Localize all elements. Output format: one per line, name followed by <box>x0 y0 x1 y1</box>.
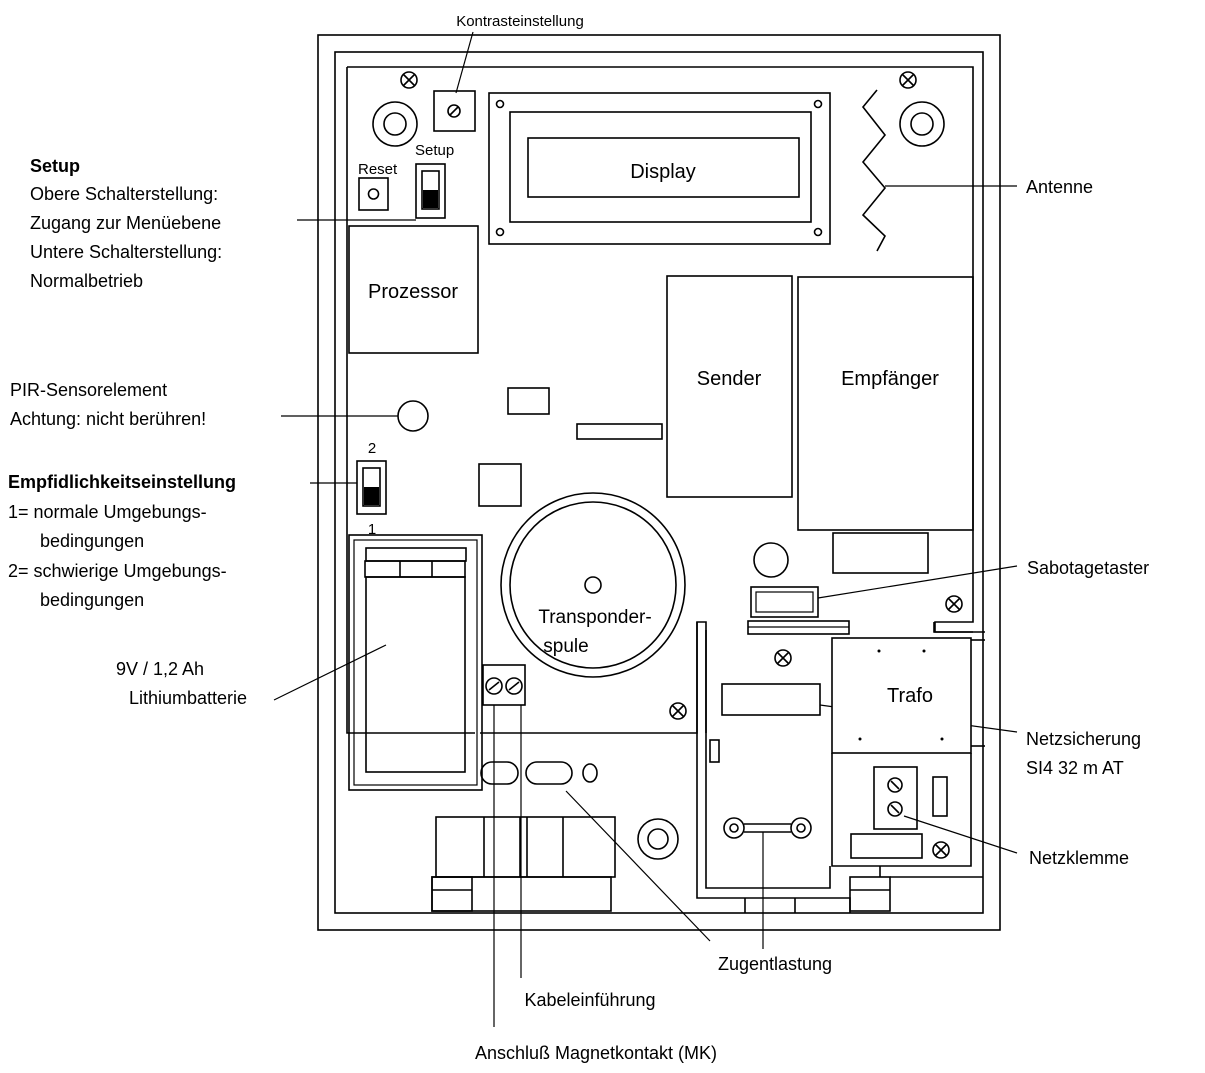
receiver-component <box>832 532 929 574</box>
leader-zugentlastung-1 <box>565 790 711 942</box>
label-battery-line2: Lithiumbatterie <box>129 688 247 708</box>
screw-power-top-icon <box>945 595 963 613</box>
battery-holder <box>348 534 483 791</box>
sender-module <box>666 275 793 498</box>
dip-label-2: 2 <box>368 440 376 457</box>
display-screen <box>527 137 800 198</box>
processor-chip <box>348 225 479 354</box>
label-setup-line2: Zugang zur Menüebene <box>30 213 221 233</box>
mk-terminal-block <box>482 664 526 706</box>
label-anschluss: Anschluß Magnetkontakt (MK) <box>475 1043 717 1063</box>
label-pir-line1: PIR-Sensorelement <box>10 380 167 400</box>
power-board-outline <box>696 622 851 913</box>
setup-switch[interactable] <box>415 163 446 219</box>
label-kabeleinfuehrung: Kabeleinführung <box>524 990 655 1010</box>
pir-sensor <box>397 400 429 432</box>
cable-gland-block <box>435 816 616 878</box>
sender-label: Sender <box>697 368 762 390</box>
screw-power-mid-icon <box>774 649 792 667</box>
leader-netzklemme <box>903 815 1018 854</box>
mount-hole-top-right <box>899 101 945 147</box>
reset-button[interactable] <box>358 177 389 211</box>
buzzer <box>753 542 789 578</box>
screw-top-left-icon <box>400 71 418 89</box>
battery-cell <box>365 576 466 773</box>
transponder-coil <box>500 492 686 678</box>
label-kontrast: Kontrasteinstellung <box>456 13 584 30</box>
label-empf-line3: 2= schwierige Umgebungs- <box>8 561 227 581</box>
connector-strip <box>576 423 663 440</box>
receiver-module <box>797 276 974 531</box>
transponder-label-1: Transponder- <box>538 607 651 628</box>
tamper-switch <box>750 586 819 618</box>
strain-relief-left <box>723 817 745 839</box>
label-empf-title: Empfidlichkeitseinstellung <box>8 472 236 492</box>
setup-switch-label: Setup <box>415 142 454 159</box>
display-label: Display <box>630 161 696 183</box>
sensitivity-switch[interactable] <box>356 460 387 515</box>
label-antenne: Antenne <box>1026 177 1093 197</box>
screw-power-bottom-icon <box>932 841 950 859</box>
label-empf-line2: bedingungen <box>40 531 144 551</box>
label-fuse-line1: Netzsicherung <box>1026 729 1141 749</box>
leader-battery <box>273 644 387 701</box>
label-setup-line3: Untere Schalterstellung: <box>30 242 222 262</box>
mains-fuse <box>721 683 821 716</box>
small-component-2 <box>478 463 522 507</box>
transformer <box>831 637 972 754</box>
label-empf-line1: 1= normale Umgebungs- <box>8 502 207 522</box>
label-setup-line4: Normalbetrieb <box>30 271 143 291</box>
board-outline-left <box>346 67 475 734</box>
label-setup-title: Setup <box>30 156 80 176</box>
antenna-icon <box>861 89 887 252</box>
cable-entry-1 <box>480 761 519 785</box>
cable-entry-2 <box>525 761 573 785</box>
mount-hole-bottom <box>637 818 679 860</box>
label-netzklemme: Netzklemme <box>1029 848 1129 868</box>
label-zugentlastung: Zugentlastung <box>718 954 832 974</box>
label-pir-line2: Achtung: nicht berühren! <box>10 409 206 429</box>
label-sabotage: Sabotagetaster <box>1027 558 1149 578</box>
label-battery-line1: 9V / 1,2 Ah <box>116 659 204 679</box>
label-fuse-line2: SI4 32 m AT <box>1026 758 1124 778</box>
screw-middle-icon <box>669 702 687 720</box>
screw-top-right-icon <box>899 71 917 89</box>
transponder-label-2: spule <box>543 636 588 657</box>
dip-label-1: 1 <box>368 521 376 538</box>
receiver-label: Empfänger <box>841 368 939 390</box>
label-empf-line4: bedingungen <box>40 590 144 610</box>
display-module <box>488 92 831 245</box>
transformer-label: Trafo <box>887 685 933 707</box>
processor-label: Prozessor <box>368 281 458 303</box>
contrast-potentiometer[interactable] <box>433 90 476 132</box>
leader-sabotage <box>817 565 1018 599</box>
reset-label: Reset <box>358 161 398 178</box>
strain-relief-right <box>790 817 812 839</box>
mains-terminal <box>873 766 918 830</box>
leader-kontrast <box>455 31 474 94</box>
small-component-1 <box>507 387 550 415</box>
mount-hole-top-left <box>372 101 418 147</box>
label-setup-line1: Obere Schalterstellung: <box>30 184 218 204</box>
